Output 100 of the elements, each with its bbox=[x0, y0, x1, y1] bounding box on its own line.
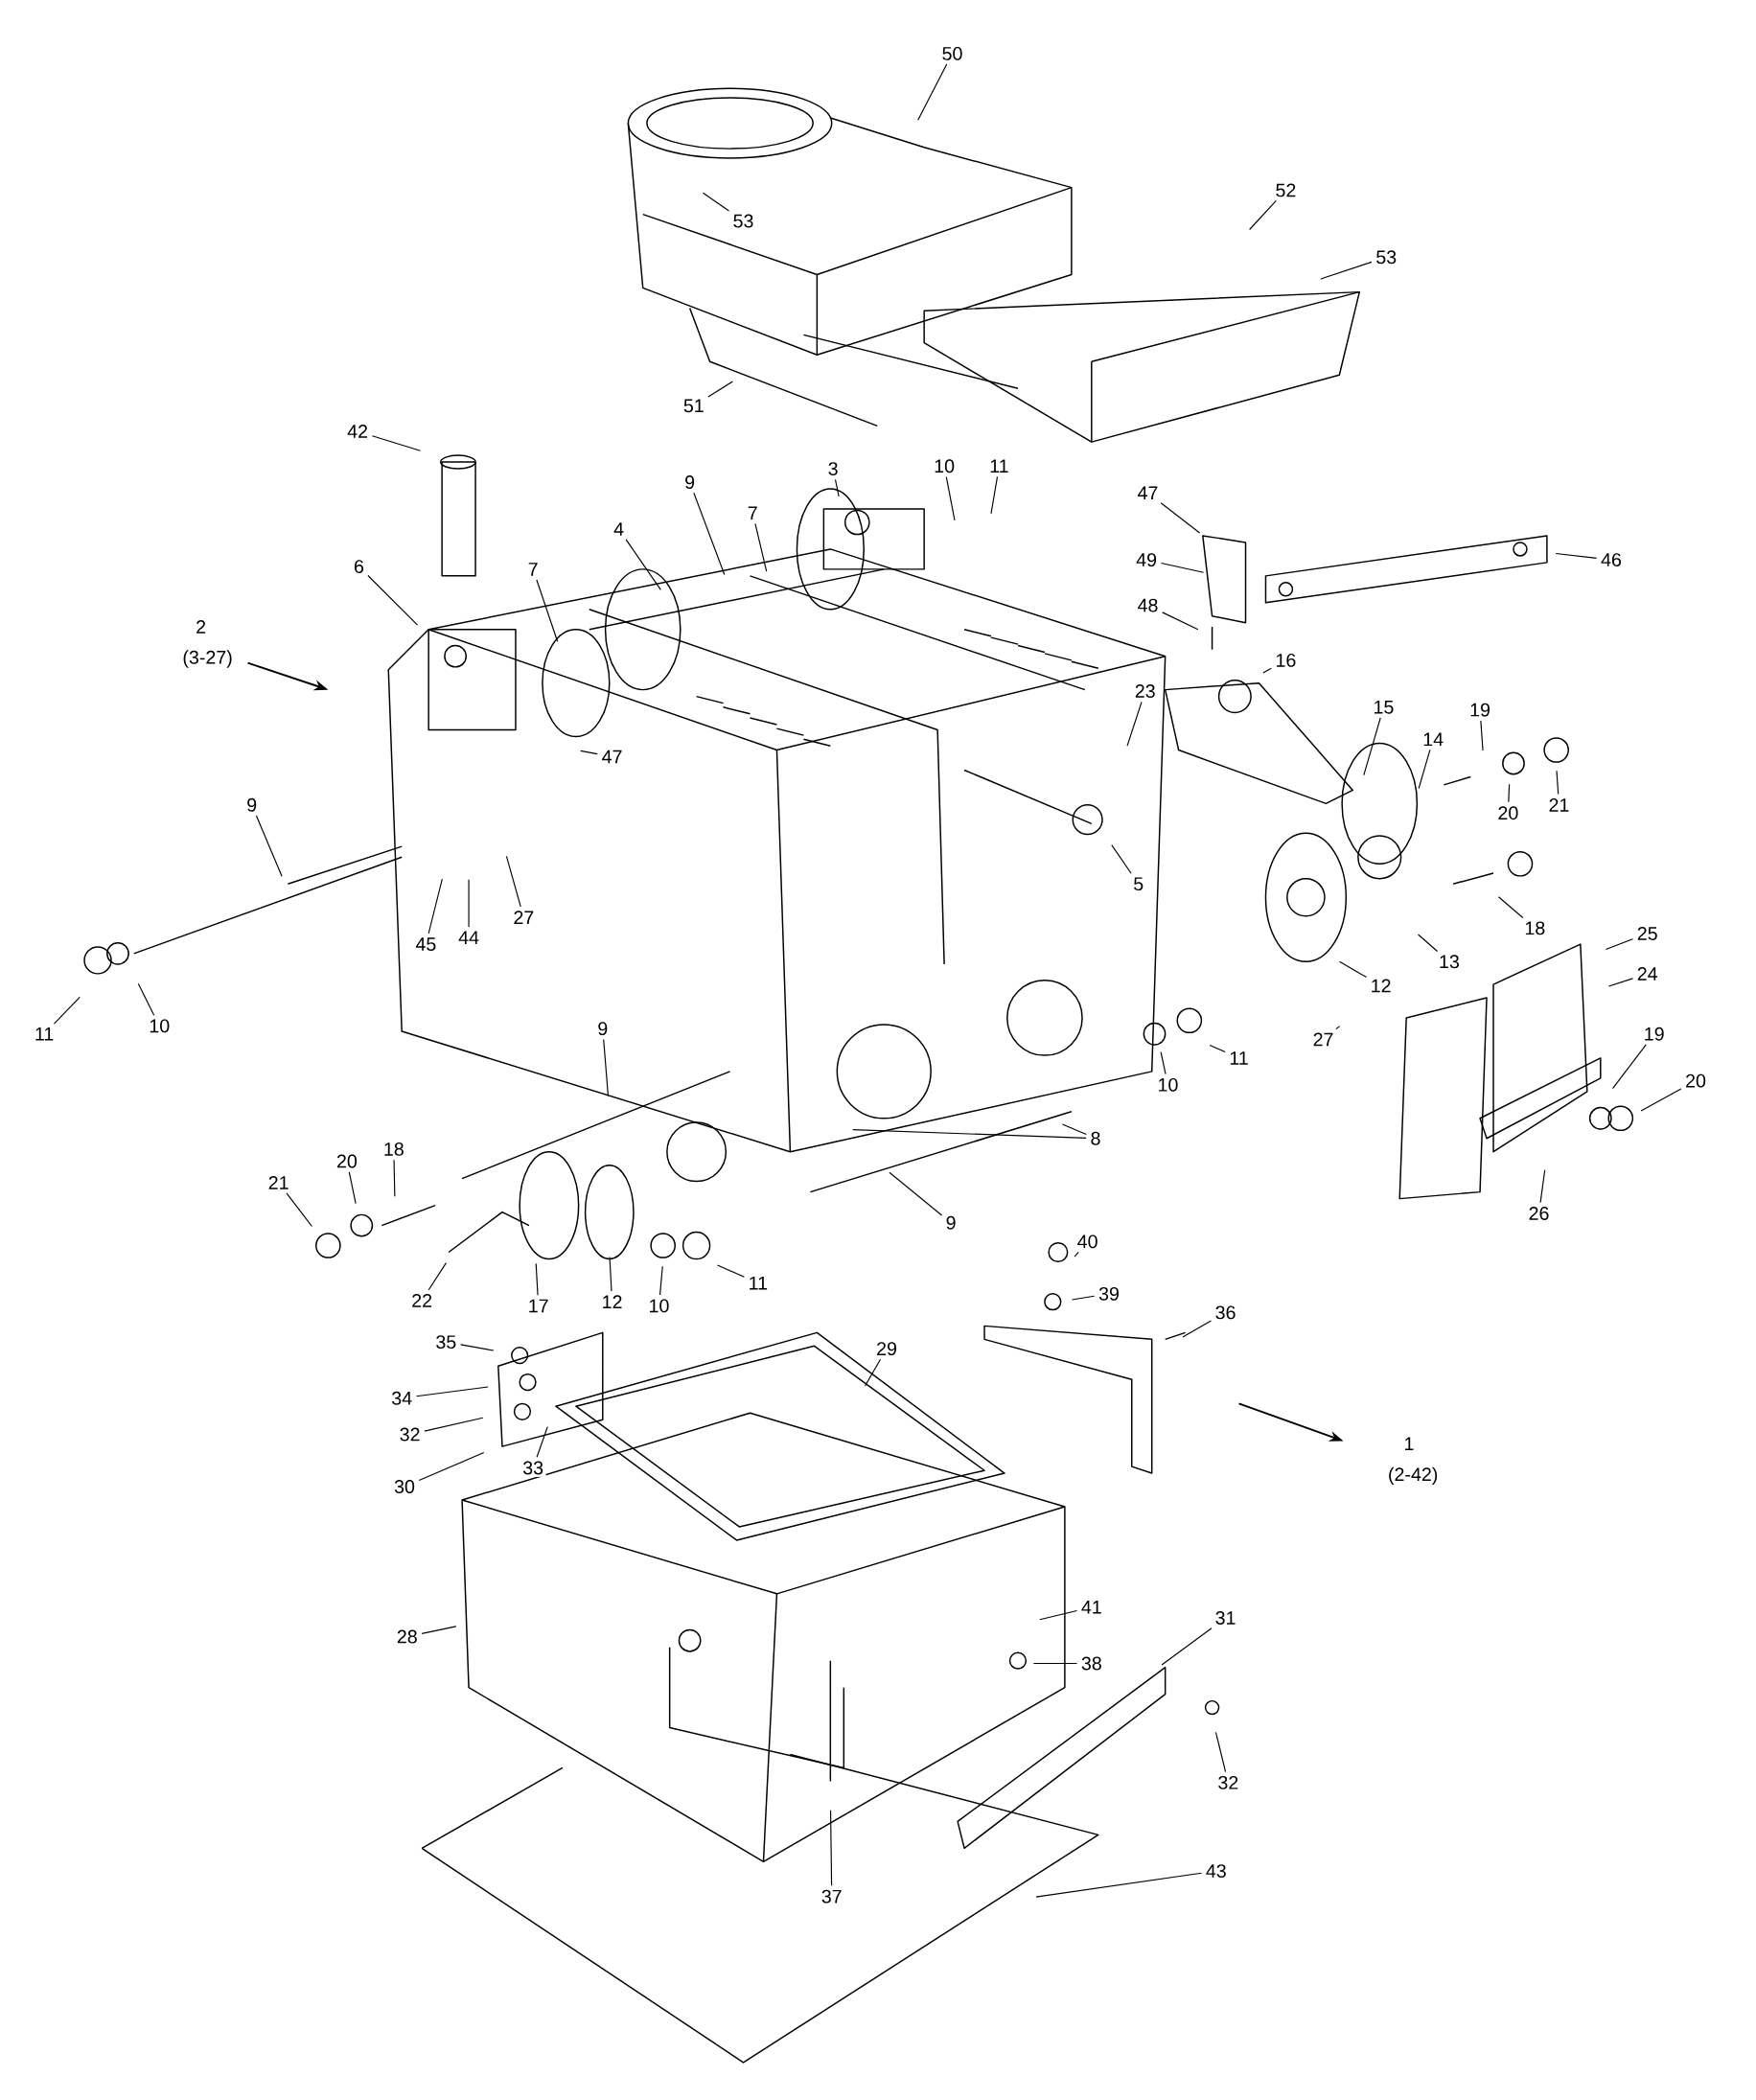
leader-line bbox=[835, 478, 840, 497]
leader-line bbox=[707, 381, 733, 398]
leader-line bbox=[1335, 1026, 1341, 1030]
callout-number: 25 bbox=[1634, 924, 1661, 943]
leader-line bbox=[1418, 934, 1439, 953]
callout-number: 20 bbox=[1495, 803, 1521, 822]
callout-number: 50 bbox=[939, 44, 965, 63]
leader-line bbox=[1072, 1295, 1096, 1301]
leader-line bbox=[536, 1426, 548, 1458]
callout-number: 21 bbox=[266, 1173, 292, 1192]
callout-number: 33 bbox=[520, 1459, 546, 1477]
callout-number: 14 bbox=[1420, 730, 1446, 749]
leader-line bbox=[393, 1159, 396, 1197]
leader-line bbox=[427, 878, 443, 935]
leader-line bbox=[371, 435, 422, 451]
leader-line bbox=[427, 1262, 448, 1291]
callout-number: 52 bbox=[1273, 181, 1299, 199]
callout-number: 51 bbox=[681, 397, 707, 415]
leader-line bbox=[1605, 938, 1634, 951]
leader-line bbox=[1612, 1044, 1647, 1090]
leader-line bbox=[852, 1128, 1087, 1139]
callout-number: 44 bbox=[455, 928, 482, 947]
leader-line bbox=[1363, 717, 1381, 776]
callout-number: 19 bbox=[1467, 701, 1493, 719]
callout-number: 24 bbox=[1634, 964, 1661, 983]
callout-number: 48 bbox=[1135, 596, 1161, 614]
leader-line bbox=[468, 879, 470, 928]
leader-line bbox=[367, 574, 419, 626]
leader-line bbox=[1126, 701, 1143, 747]
leader-line bbox=[1061, 1123, 1087, 1136]
callout-number: 26 bbox=[1526, 1204, 1552, 1223]
leader-line bbox=[1182, 1320, 1213, 1338]
callout-number: 10 bbox=[1155, 1075, 1181, 1095]
callout-number: 15 bbox=[1371, 698, 1397, 717]
leader-line bbox=[702, 192, 730, 212]
callout-number: 13 bbox=[1436, 952, 1463, 971]
callout-number: 7 bbox=[525, 560, 542, 579]
leader-line bbox=[418, 1452, 485, 1482]
leader-line bbox=[717, 1264, 746, 1278]
view-reference: 2 bbox=[196, 620, 206, 634]
leader-line bbox=[255, 815, 283, 877]
leader-line bbox=[1160, 502, 1201, 534]
callout-number: 41 bbox=[1078, 1598, 1105, 1616]
leader-line bbox=[754, 522, 768, 572]
leader-line bbox=[659, 1265, 663, 1296]
callout-number: 31 bbox=[1213, 1608, 1238, 1627]
callout-number: 10 bbox=[646, 1297, 672, 1315]
leader-line bbox=[1032, 1662, 1078, 1665]
callout-number: 27 bbox=[1310, 1030, 1336, 1049]
leader-line bbox=[137, 982, 155, 1016]
callout-number: 12 bbox=[599, 1292, 625, 1311]
leader-line bbox=[1480, 720, 1484, 751]
leader-line bbox=[1497, 896, 1524, 919]
view-reference: (2-42) bbox=[1389, 1466, 1438, 1485]
leader-line bbox=[1162, 612, 1199, 631]
leader-line bbox=[1320, 261, 1373, 280]
callout-number: 29 bbox=[873, 1339, 900, 1358]
leader-line bbox=[1074, 1251, 1079, 1258]
callout-number: 43 bbox=[1203, 1861, 1230, 1881]
leader-line bbox=[1161, 1627, 1213, 1666]
leader-line bbox=[1160, 562, 1205, 573]
callout-number: 34 bbox=[388, 1389, 415, 1408]
leader-line bbox=[1607, 978, 1634, 987]
leader-line bbox=[1249, 199, 1277, 231]
callout-number: 17 bbox=[525, 1297, 552, 1315]
callout-number: 35 bbox=[433, 1332, 459, 1351]
leader-line bbox=[1214, 1731, 1227, 1773]
callout-number: 20 bbox=[1682, 1072, 1709, 1091]
callout-number: 32 bbox=[397, 1425, 424, 1443]
leader-line bbox=[536, 579, 559, 642]
leader-line bbox=[693, 492, 726, 576]
callout-number: 8 bbox=[1088, 1129, 1103, 1148]
callout-number: 20 bbox=[334, 1152, 360, 1170]
callout-number: 46 bbox=[1598, 550, 1625, 569]
callout-number: 37 bbox=[819, 1887, 845, 1906]
callout-number: 18 bbox=[1522, 918, 1548, 937]
leader-line bbox=[1035, 1872, 1203, 1898]
callout-number: 30 bbox=[391, 1477, 418, 1496]
leader-line bbox=[1160, 1050, 1167, 1075]
callout-number: 27 bbox=[511, 908, 537, 927]
callout-number: 11 bbox=[32, 1025, 57, 1043]
callout-number: 47 bbox=[599, 748, 625, 766]
leader-line bbox=[348, 1171, 357, 1205]
callout-number: 53 bbox=[730, 212, 756, 230]
callout-number: 16 bbox=[1273, 651, 1299, 670]
callout-number: 9 bbox=[243, 796, 260, 815]
leader-line bbox=[1539, 1169, 1546, 1204]
leader-line bbox=[421, 1626, 457, 1634]
callout-number: 12 bbox=[1368, 977, 1395, 995]
callout-number: 9 bbox=[943, 1213, 959, 1233]
leader-line bbox=[1555, 552, 1598, 559]
callout-number: 39 bbox=[1096, 1284, 1122, 1304]
callout-number: 4 bbox=[611, 519, 627, 539]
callout-number: 19 bbox=[1641, 1025, 1668, 1044]
leader-line bbox=[1209, 1044, 1226, 1053]
leader-line bbox=[1111, 844, 1132, 874]
callout-number: 38 bbox=[1078, 1654, 1105, 1673]
leader-line bbox=[416, 1386, 489, 1397]
leader-line bbox=[1556, 770, 1560, 796]
callout-number: 40 bbox=[1074, 1232, 1101, 1251]
